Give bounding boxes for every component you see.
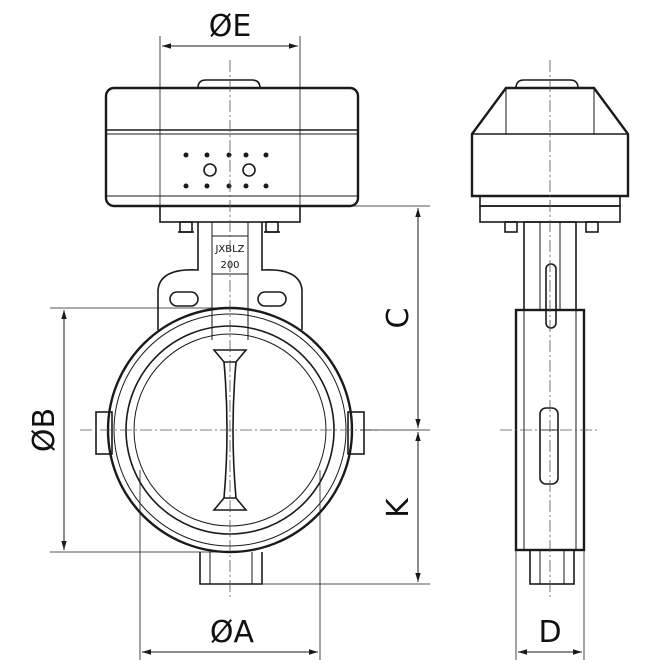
dim-e-label: ØE: [209, 9, 252, 44]
dim-d-label: D: [538, 615, 561, 650]
actuator-knob: [197, 79, 261, 89]
actuator-gearbox: [104, 86, 360, 208]
nameplate-line1: JXBLZ: [214, 244, 244, 255]
front-view: JXBLZ 200: [80, 60, 380, 600]
dim-b-label: ØB: [27, 408, 62, 452]
valve-neck: JXBLZ 200: [157, 222, 303, 340]
side-bottom-stem: [529, 549, 575, 585]
dim-k-label: K: [381, 497, 416, 518]
side-pin: [545, 263, 557, 329]
indicator-holes: [183, 152, 269, 189]
bottom-stem: [199, 552, 263, 585]
lug-left: [95, 411, 113, 455]
slot-left: [169, 291, 199, 307]
side-knob: [515, 79, 579, 89]
lug-right: [347, 411, 365, 455]
dimension-lines: [50, 36, 585, 660]
slot-right: [257, 291, 287, 307]
side-view: [470, 60, 630, 600]
side-disc-slot: [539, 407, 559, 485]
dim-a-label: ØA: [210, 615, 255, 650]
dim-c-label: C: [381, 308, 416, 329]
